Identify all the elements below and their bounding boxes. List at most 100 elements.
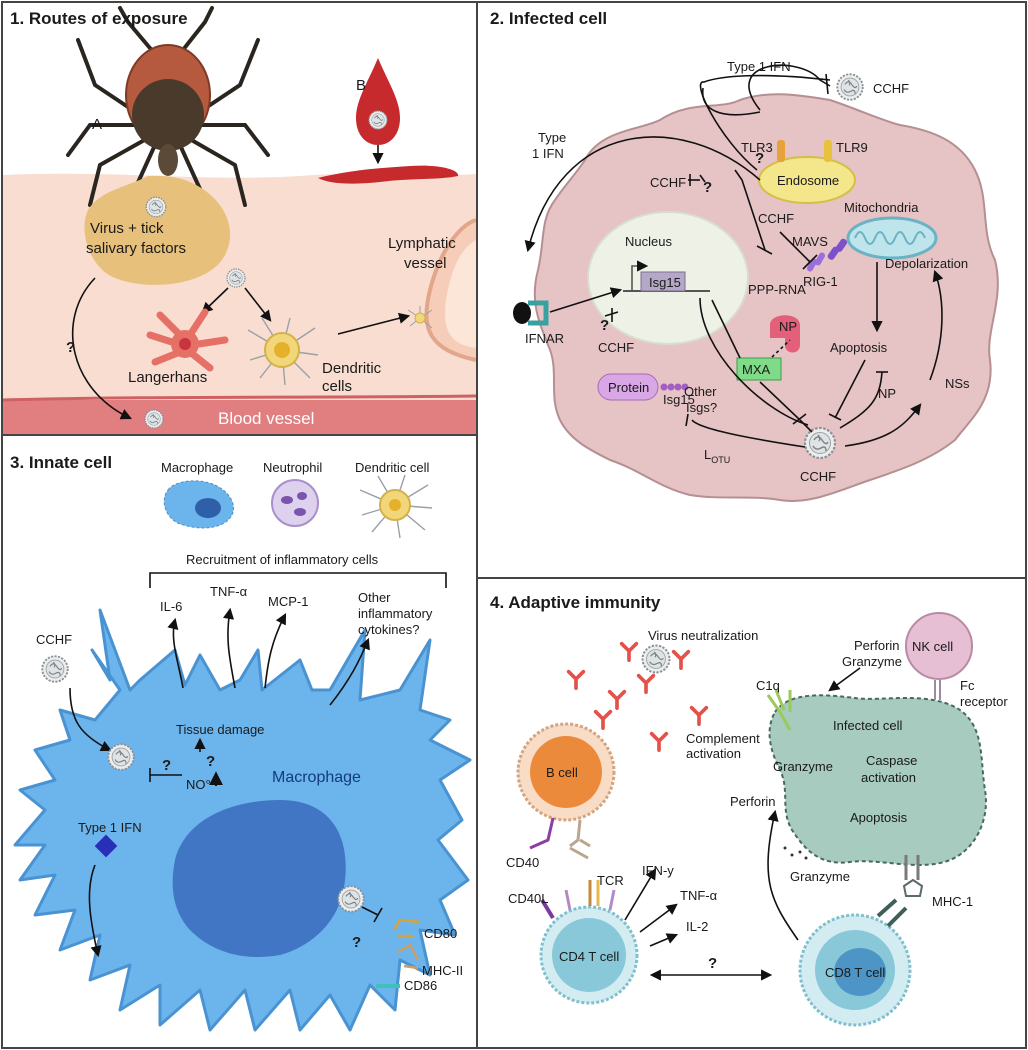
mcp1-label: MCP-1	[268, 594, 308, 609]
neutrophil-legend-icon	[271, 479, 319, 527]
panel-title-3: 3. Innate cell	[10, 453, 112, 472]
fc-label: Fc	[960, 678, 975, 693]
langerhans-cell-icon	[146, 308, 229, 372]
question-mark-6: ?	[206, 753, 215, 770]
granzyme-mid-label: Granzyme	[790, 869, 850, 884]
np-protein-icon	[770, 315, 800, 353]
il2-label: IL-2	[686, 919, 708, 934]
b-cell-label: B cell	[546, 765, 578, 780]
ifnar-receptor-icon	[513, 300, 549, 326]
type1ifn-top-label: Type 1 IFN	[727, 59, 791, 74]
granzyme-in-label: Granzyme	[773, 759, 833, 774]
endosome	[758, 140, 856, 204]
macrophage-legend-label: Macrophage	[161, 460, 233, 475]
virus-particle-icon-4	[836, 73, 864, 101]
type1ifn-label-p3: Type 1 IFN	[78, 820, 142, 835]
panel-adaptive-immunity: Virus neutralization Complement activati…	[490, 593, 1008, 1027]
panel-infected-cell: Nucleus Isg15 Endosome TLR3 TLR9 Mitocho…	[490, 9, 999, 502]
dendritic-label-2: cells	[322, 378, 352, 395]
b-cell-receptor-icon	[569, 819, 591, 860]
panel-title-1: 1. Routes of exposure	[10, 9, 188, 28]
question-mark-3: ?	[755, 150, 764, 167]
panel-title-4: 4. Adaptive immunity	[490, 593, 661, 612]
nk-cell-label: NK cell	[912, 639, 953, 654]
macrophage-label: Macrophage	[272, 769, 361, 786]
mhc1-receptor-icon	[876, 855, 924, 928]
virus-tick-label-2: salivary factors	[86, 240, 186, 257]
question-mark-4: ?	[600, 317, 609, 334]
perforin-mid-label: Perforin	[730, 794, 776, 809]
tcr-receptor-icon	[564, 880, 616, 911]
cd80-label: CD80	[424, 926, 457, 941]
protein-label: Protein	[608, 380, 649, 395]
virus-particle-icon-2	[226, 268, 246, 288]
question-mark-5: ?	[162, 757, 171, 774]
mitochondria-icon	[846, 216, 938, 260]
dendritic-legend-label: Dendritic cell	[355, 460, 430, 475]
dendritic-cell-icon	[247, 317, 319, 386]
fc-receptor-icon	[934, 680, 941, 700]
question-mark: ?	[66, 339, 75, 356]
lotu-label: LOTU	[704, 447, 730, 465]
type1ifn-left-label-2: 1 IFN	[532, 146, 564, 161]
cchf-top-label: CCHF	[873, 81, 909, 96]
ifnar-label: IFNAR	[525, 331, 564, 346]
granzyme-top-label: Granzyme	[842, 654, 902, 669]
macrophage-nucleus	[172, 800, 346, 958]
no-label: NO°	[186, 777, 211, 792]
dendritic-legend-icon	[359, 474, 433, 539]
blood-drop-icon	[318, 58, 459, 184]
lymphatic-label-2: vessel	[404, 255, 447, 272]
virus-particle-icon	[145, 196, 167, 218]
complement-label-2: activation	[686, 746, 741, 761]
caspase-label-2: activation	[861, 770, 916, 785]
mitochondria-label: Mitochondria	[844, 200, 919, 215]
np-top-label: NP	[779, 319, 797, 334]
mhc2-receptor-icon	[397, 943, 420, 970]
c1q-label: C1q	[756, 678, 780, 693]
question-mark-8: ?	[708, 955, 717, 972]
mxa-label: MXA	[742, 362, 771, 377]
perforin-top-label: Perforin	[854, 638, 900, 653]
cd40-receptor-icon	[529, 817, 555, 850]
nss-label: NSs	[945, 376, 970, 391]
route-a-label: A	[92, 116, 102, 133]
isg15-gene-label: Isg15	[649, 275, 681, 290]
dendritic-cell-small-icon	[407, 306, 433, 329]
virus-tick-label: Virus + tick	[90, 220, 164, 237]
virus-particle-icon-7	[107, 743, 135, 771]
tlr9-label: TLR9	[836, 140, 868, 155]
nucleus-label: Nucleus	[625, 234, 672, 249]
cd4-label: CD4 T cell	[559, 949, 619, 964]
route-b-label: B	[356, 77, 366, 94]
lymphatic-label: Lymphatic	[388, 235, 456, 252]
tcr-label: TCR	[597, 873, 624, 888]
rig1-icon	[807, 252, 825, 272]
tnfa-label: TNF-α	[210, 584, 248, 599]
endosome-label: Endosome	[777, 173, 839, 188]
tick	[66, 6, 270, 232]
fc-label-2: receptor	[960, 694, 1008, 709]
cd80-receptor-icon	[392, 918, 421, 938]
cd86-label: CD86	[404, 978, 437, 993]
protein-box	[597, 373, 659, 401]
rig1-label: RIG-1	[803, 274, 838, 289]
cd40l-receptor-icon	[540, 898, 555, 920]
cchf-upper-label: CCHF	[650, 175, 686, 190]
macrophage-legend-icon	[163, 480, 234, 529]
caspase-label: Caspase	[866, 753, 917, 768]
question-mark-2: ?	[703, 179, 712, 196]
infected-cell-label: Infected cell	[833, 718, 902, 733]
question-mark-7: ?	[352, 934, 361, 951]
infected-cell-p4	[768, 694, 987, 866]
other-cytokines-label: Other	[358, 590, 391, 605]
panel-title-2: 2. Infected cell	[490, 9, 607, 28]
np-right-label: NP	[878, 386, 896, 401]
type1ifn-left-label: Type	[538, 130, 566, 145]
dendritic-label: Dendritic	[322, 360, 382, 377]
cchf-bottom-label: CCHF	[800, 469, 836, 484]
panel-routes-of-exposure: Virus + tick salivary factors A B Langer…	[1, 2, 477, 435]
panel-innate-cell: Macrophage Neutrophil Dendritic cell Rec…	[10, 453, 472, 1032]
